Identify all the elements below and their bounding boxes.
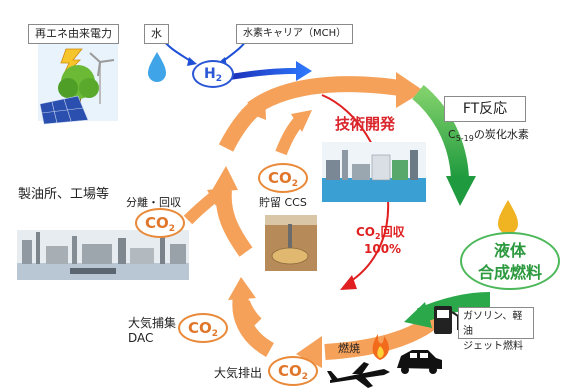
co2-emission-bubble: CO2 <box>268 356 318 386</box>
storage-ccs-label: 貯留 CCS <box>259 196 307 209</box>
liquid-fuel-line1: 液体 <box>493 241 526 260</box>
liquid-fuel-bubble: 液体 合成燃料 <box>460 232 560 290</box>
water-label: 水 <box>144 24 169 44</box>
dac-line2: DAC <box>128 331 154 345</box>
hydrocarbon-range: 5-19 <box>455 134 474 143</box>
solar-panel-icon <box>39 95 89 125</box>
factory-icon <box>17 230 189 280</box>
co2-cycle-arrowheads <box>207 72 424 368</box>
refinery-label: 製油所、工場等 <box>18 187 110 202</box>
co2-separation-bubble: CO2 <box>135 208 185 238</box>
co2-text: CO <box>277 362 302 380</box>
car-icon <box>397 350 442 374</box>
h2-subscript: 2 <box>215 74 222 84</box>
co2-subscript: 2 <box>301 372 309 382</box>
co2-text: CO <box>187 319 212 337</box>
co2-text: CO <box>144 214 169 232</box>
storage-tank-icon <box>265 215 317 271</box>
fuel-drop-icon <box>498 200 518 234</box>
separation-label: 分離・回収 <box>126 196 181 209</box>
tech-development-label: 技術開発 <box>335 115 396 133</box>
emission-label: 大気排出 <box>214 366 263 380</box>
liquid-fuel-line2: 合成燃料 <box>477 263 542 282</box>
hydrocarbon-suffix: の炭化水素 <box>473 128 529 141</box>
co2-recovery-co: CO <box>356 225 376 239</box>
renewable-energy-label: 再エネ由来電力 <box>28 24 119 44</box>
h2-text: H <box>204 66 216 82</box>
wind-turbine-icon <box>89 52 115 104</box>
fuel-types-box: ガソリン、軽油 ジェット燃料 <box>458 307 534 352</box>
recovery-percent-label: 100% <box>364 242 402 256</box>
hydrocarbon-c: C <box>448 128 456 141</box>
co2-storage-bubble: CO2 <box>258 163 308 193</box>
airplane-icon <box>327 362 390 388</box>
hydrogen-carrier-label: 水素キャリア（MCH） <box>236 24 354 44</box>
dac-label: 大気捕集 DAC <box>128 316 176 346</box>
co2-text: CO <box>267 169 292 187</box>
water-drop-icon <box>148 52 166 82</box>
fire-icon <box>372 334 389 360</box>
ft-reaction-box: FT反応 <box>444 96 526 122</box>
co2-recovery-label: CO2回収 <box>356 223 405 241</box>
hydrogen-flow-arrow <box>230 61 312 81</box>
combustion-label: 燃焼 <box>338 342 360 355</box>
co2-recovery-sub: 2 <box>375 232 381 241</box>
renewable-energy-picture <box>38 43 118 125</box>
fuel-types-line1: ガソリン、軽油 <box>463 311 523 337</box>
hydrogen-bubble: H2 <box>192 60 234 88</box>
co2-subscript: 2 <box>168 224 176 234</box>
co2-recovery-word: 回収 <box>380 225 405 239</box>
fuel-types-line2: ジェット燃料 <box>463 341 523 352</box>
co2-subscript: 2 <box>211 329 219 339</box>
synthesis-flow-arrows <box>404 85 491 328</box>
co2-subscript: 2 <box>291 179 299 189</box>
dac-line1: 大気捕集 <box>128 316 177 330</box>
plant-icon <box>322 142 426 202</box>
co2-dac-bubble: CO2 <box>178 313 228 343</box>
hydrocarbon-label: C5-19の炭化水素 <box>448 126 529 143</box>
tree-icon <box>58 65 99 111</box>
